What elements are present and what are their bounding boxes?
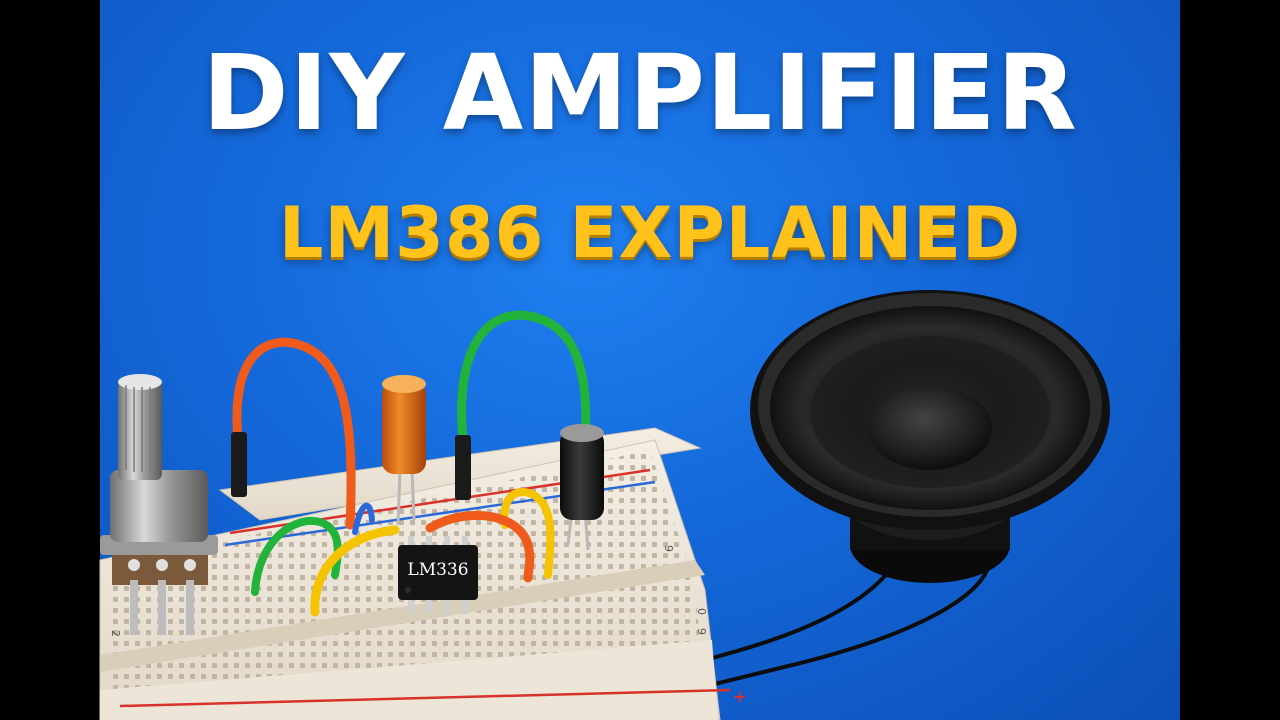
yellow-jumper-wire-right — [500, 488, 555, 579]
speaker — [750, 290, 1110, 583]
black-capacitor — [560, 430, 604, 520]
red-rail-line-bottom — [119, 688, 731, 708]
wire-pin-black-1 — [231, 432, 247, 497]
black-capacitor-top — [560, 424, 604, 442]
orange-capacitor-top — [382, 375, 426, 393]
cap-lead-2 — [410, 469, 416, 521]
wire-pin-black-2 — [455, 435, 471, 500]
row-number-a: 0 — [695, 608, 708, 615]
row-number-c: 2 — [109, 630, 122, 637]
cap-lead-1 — [396, 469, 402, 526]
ic-chip-label: LM336 — [407, 560, 468, 580]
yellow-jumper-wire-left — [310, 525, 400, 617]
subtitle-heading: LM386 EXPLAINED — [278, 192, 1022, 274]
potentiometer — [100, 374, 218, 635]
ic-chip: LM336 — [398, 536, 478, 614]
title-heading: DIY AMPLIFIER — [202, 32, 1078, 154]
orange-capacitor — [382, 382, 426, 474]
plus-sign: + — [733, 687, 746, 706]
blue-jumper-wire — [352, 502, 375, 535]
breadboard-bottom-rail — [100, 640, 718, 720]
orange-jumper-wire-tall — [232, 337, 356, 530]
breadboard-channel — [100, 560, 705, 672]
row-number-d: 9 — [662, 545, 675, 552]
orange-jumper-wire-short — [425, 510, 535, 583]
row-number-b: 9 — [695, 628, 708, 635]
green-jumper-wire-tall — [457, 310, 591, 445]
